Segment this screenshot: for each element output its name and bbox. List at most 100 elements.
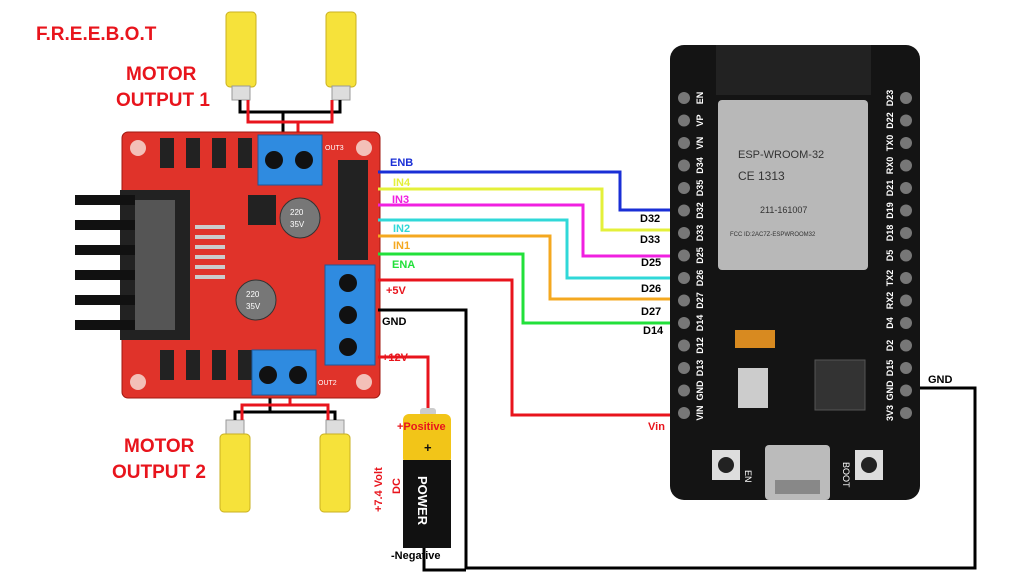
pin-label: D27: [695, 292, 705, 309]
capacitor-text: 35V: [246, 302, 261, 311]
wire-in1: [378, 234, 680, 301]
header-pin: [678, 182, 690, 194]
gnd-label: GND: [382, 316, 407, 328]
header-pin: [900, 339, 912, 352]
module-text: FCC ID:2AC7Z-ESPWROOM32: [730, 232, 816, 238]
pin-label: D35: [695, 180, 705, 197]
pin-label: D14: [695, 315, 705, 332]
d33-label: D33: [640, 234, 660, 246]
battery-dc-label: DC: [391, 478, 403, 494]
pin-label: VN: [695, 137, 705, 150]
in1-label: IN1: [393, 240, 410, 252]
header-pin: [678, 339, 690, 352]
header-pin: [678, 272, 690, 284]
in3-label: IN3: [392, 194, 409, 206]
pin-label: D5: [885, 250, 895, 262]
header-pin: [900, 159, 912, 172]
battery: + POWER: [403, 408, 451, 548]
pin-label: D25: [695, 247, 705, 264]
pin-label: D2: [885, 340, 895, 352]
d27-label: D27: [641, 306, 661, 318]
pin-label: D34: [695, 157, 705, 174]
enb-label: ENB: [390, 157, 413, 169]
pin-label: GND: [885, 380, 895, 401]
header-pin: [678, 294, 690, 307]
motor-output-1-label-2: OUTPUT 1: [116, 90, 210, 111]
pin-label: TX0: [885, 135, 895, 152]
pin-label: GND: [695, 380, 705, 401]
motor-output-2-label: MOTOR: [124, 436, 195, 457]
module-text: 211-161007: [760, 205, 807, 215]
pin-label: D21: [885, 180, 895, 197]
header-pin: [678, 137, 690, 149]
header-pin: [900, 114, 912, 127]
header-pin: [678, 92, 690, 104]
pin-label: TX2: [885, 270, 895, 287]
in4-label: IN4: [393, 177, 411, 189]
pin-label: VP: [695, 114, 705, 126]
motor-bottom-right: [319, 419, 351, 513]
wire-gnd: [378, 308, 977, 570]
boot-button-label: BOOT: [841, 462, 851, 488]
in2-label: IN2: [393, 223, 410, 235]
diagram-title: F.R.E.E.B.O.T: [36, 24, 157, 45]
header-pin: [900, 92, 912, 104]
vin-label: Vin: [648, 421, 665, 433]
pin-label: EN: [695, 92, 705, 105]
battery-brand: POWER: [415, 476, 430, 526]
header-pin: [678, 317, 690, 329]
capacitor-text: 220: [290, 208, 304, 217]
pin-label: D4: [885, 317, 895, 329]
battery-positive-label: +Positive: [397, 421, 446, 433]
d32-label: D32: [640, 213, 660, 225]
header-pin: [900, 249, 912, 262]
d14-label: D14: [643, 325, 664, 337]
plus-sign: +: [424, 440, 432, 455]
wire-in4: [378, 187, 680, 232]
header-pin: [900, 272, 912, 284]
motor-bottom-left: [219, 419, 251, 513]
header-pin: [678, 249, 690, 262]
header-pin: [900, 204, 912, 217]
pin-label: 3V3: [885, 405, 895, 421]
capacitor-text: 220: [246, 290, 260, 299]
header-pin: [678, 362, 690, 374]
motor-top-right: [325, 11, 357, 101]
wire-12v: [378, 355, 430, 412]
motor-output-2-label-2: OUTPUT 2: [112, 462, 206, 483]
pin-label: D32: [695, 202, 705, 219]
d26-label: D26: [641, 283, 661, 295]
wire-ena: [378, 252, 680, 325]
wire-in3: [378, 203, 680, 258]
wire-5v-vin: [378, 278, 680, 417]
pin-label: D12: [695, 337, 705, 354]
header-pin: [678, 407, 690, 419]
wire-battery-negative: [422, 548, 466, 572]
pin-label: RX2: [885, 292, 895, 310]
header-pin: [678, 114, 690, 127]
pin-label: D13: [695, 360, 705, 377]
header-pin: [900, 362, 912, 374]
out3-label: OUT3: [325, 145, 344, 152]
header-pin: [900, 317, 912, 329]
pin-label: D15: [885, 360, 895, 377]
pin-label: D26: [695, 270, 705, 287]
l298n-driver-board: 220 35V 220 35V OUT3 OUT2: [75, 131, 381, 399]
out2-label: OUT2: [318, 380, 337, 387]
motor-wires: [233, 100, 342, 420]
pin-label: D22: [885, 112, 895, 129]
battery-voltage-label: +7.4 Volt: [373, 467, 385, 512]
header-pin: [900, 227, 912, 239]
wire-enb: [378, 170, 680, 212]
pin-label: D18: [885, 225, 895, 242]
wire-in2: [378, 218, 680, 280]
header-pin: [678, 384, 690, 397]
header-pin: [900, 407, 912, 419]
esp32-pin-headers: ENVPVND34D35D32D33D25D26D27D14D12D13GNDV…: [678, 90, 912, 421]
module-text: ESP-WROOM-32: [738, 149, 824, 161]
esp-gnd-label: GND: [928, 374, 953, 386]
motor-output-1-label: MOTOR: [126, 64, 197, 85]
header-pin: [678, 204, 690, 217]
d25-label: D25: [641, 257, 661, 269]
